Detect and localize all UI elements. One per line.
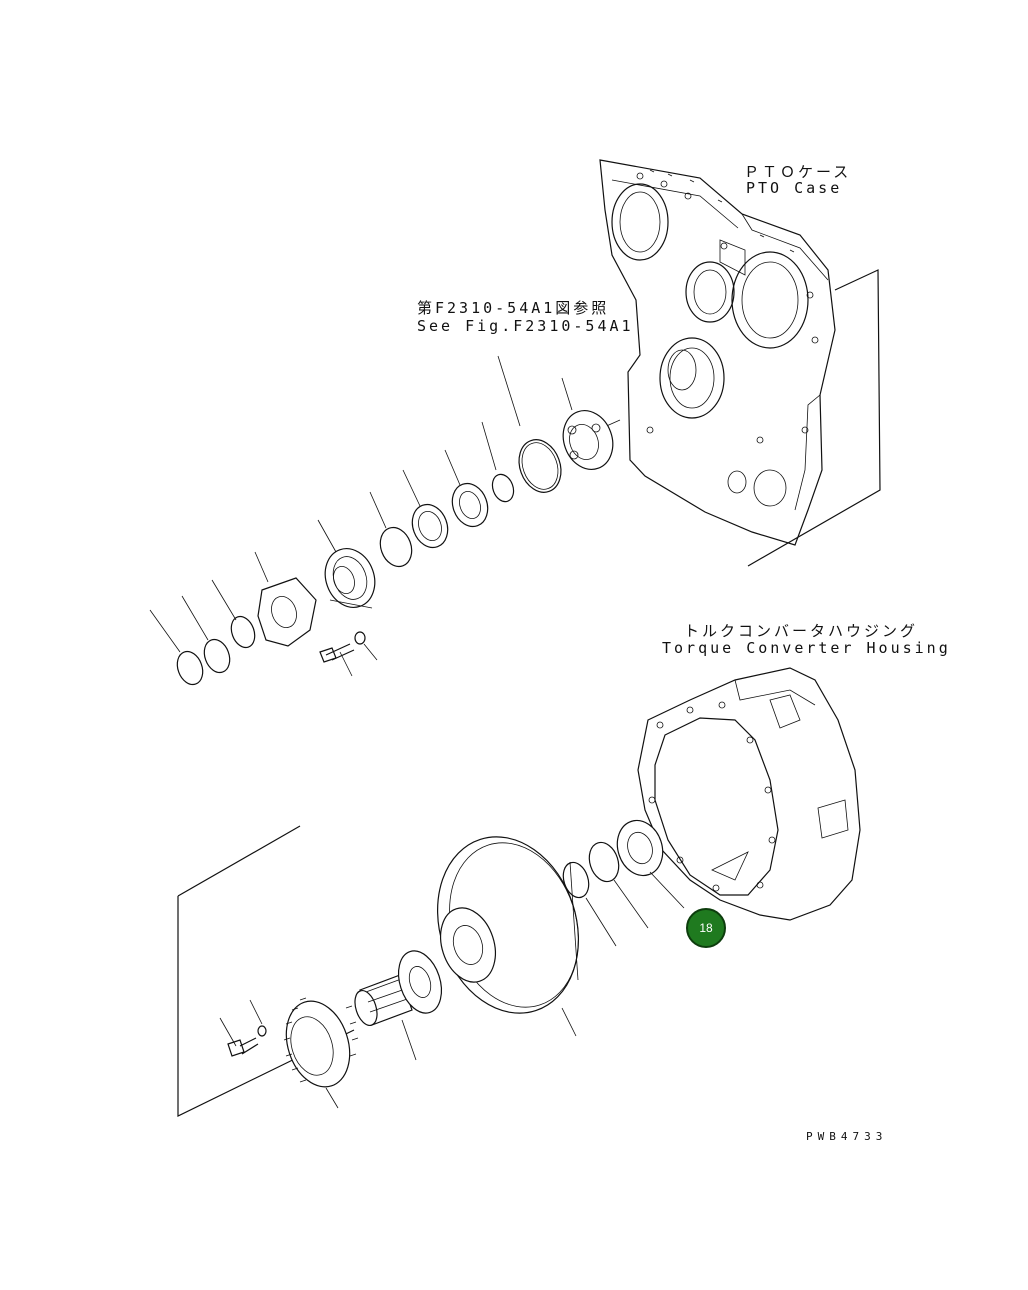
pto-case-label-en: PTO Case [746, 179, 842, 197]
label-see-fig: 第F2310-54A1図参照 See Fig.F2310-54A1 [417, 299, 634, 335]
callout-number[interactable]: 18 [699, 921, 713, 935]
see-fig-label-jp: 第F2310-54A1図参照 [417, 299, 609, 317]
torque-housing-label-en: Torque Converter Housing [662, 639, 951, 657]
upper-leader-lines [149, 355, 573, 677]
see-fig-label-en: See Fig.F2310-54A1 [417, 317, 634, 335]
drawing-code: PWB4733 [806, 1130, 887, 1143]
label-pto-case: ＰＴＯケース PTO Case [744, 163, 851, 197]
lower-leader-lines [219, 871, 685, 1109]
pto-case-label-jp: ＰＴＯケース [744, 163, 851, 181]
label-torque-housing: トルクコンバータハウジング Torque Converter Housing [662, 622, 951, 657]
upper-part-stack [176, 410, 621, 686]
callout-badge[interactable] [686, 908, 726, 948]
callout-18[interactable]: 18 [686, 908, 726, 948]
pto-case [599, 159, 881, 567]
torque-converter-housing [637, 667, 861, 921]
torque-housing-label-jp: トルクコンバータハウジング [684, 622, 918, 640]
lower-part-stack [177, 819, 664, 1117]
